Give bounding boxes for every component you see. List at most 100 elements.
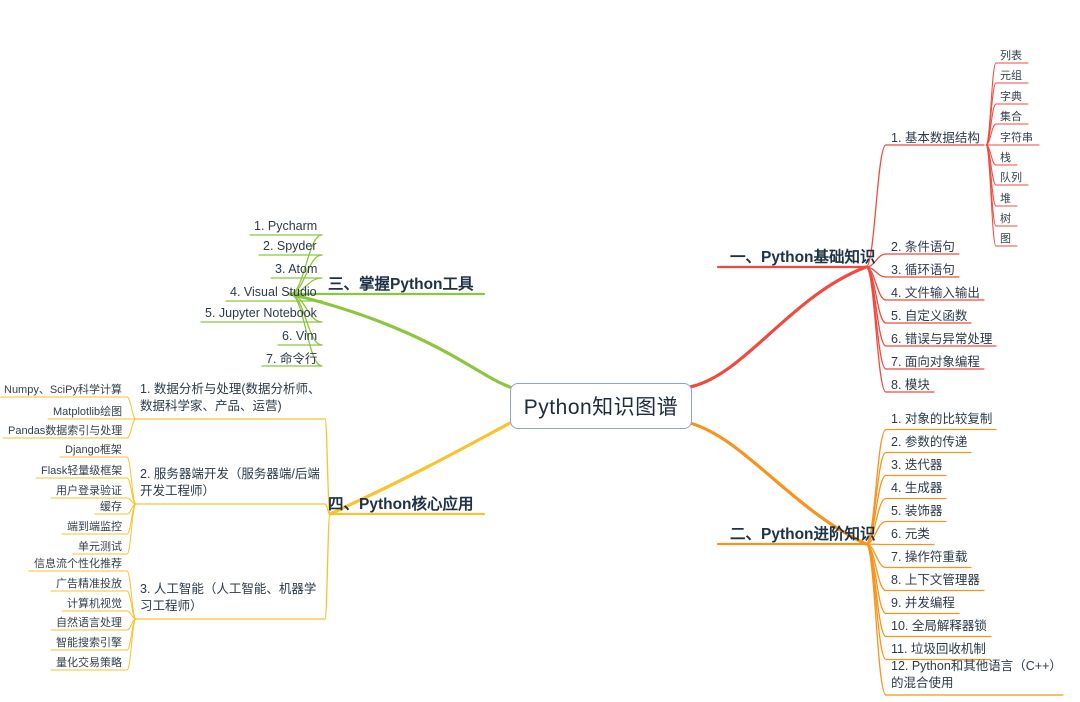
- leaf-datastructure-6[interactable]: 栈: [1000, 149, 1011, 165]
- branch-label-advanced[interactable]: 二、Python进阶知识: [730, 522, 876, 544]
- leaf-ai-4-label: 自然语言处理: [56, 617, 122, 629]
- leaf-ai-3[interactable]: 计算机视觉: [67, 595, 122, 611]
- leaf-datastructure-5-label: 字符串: [1000, 132, 1033, 144]
- branch-label-tools[interactable]: 三、掌握Python工具: [328, 272, 474, 294]
- node-core-apps-1[interactable]: 1. 数据分析与处理(数据分析师、数据科学家、产品、运营): [140, 381, 325, 415]
- leaf-datastructure-6-label: 栈: [1000, 152, 1011, 164]
- leaf-server-1-label: Django框架: [65, 444, 122, 456]
- node-basics-3-label: 3. 循环语句: [891, 262, 955, 277]
- node-advanced-4[interactable]: 4. 生成器: [891, 477, 942, 496]
- node-basics-1-label: 1. 基本数据结构: [891, 130, 980, 145]
- node-tools-2-label: 2. Spyder: [263, 239, 317, 253]
- node-basics-2[interactable]: 2. 条件语句: [891, 236, 955, 255]
- node-advanced-11[interactable]: 11. 垃圾回收机制: [891, 638, 986, 657]
- node-basics-3[interactable]: 3. 循环语句: [891, 259, 955, 278]
- branch-label-advanced-label: 二、Python进阶知识: [730, 526, 876, 543]
- leaf-data-1-label: Numpy、SciPy科学计算: [4, 384, 122, 396]
- leaf-ai-6[interactable]: 量化交易策略: [56, 654, 122, 670]
- branch-label-tools-label: 三、掌握Python工具: [328, 276, 474, 293]
- node-advanced-2[interactable]: 2. 参数的传递: [891, 431, 967, 450]
- leaf-server-1[interactable]: Django框架: [65, 441, 122, 457]
- node-tools-6[interactable]: 6. Vim: [282, 329, 317, 343]
- leaf-datastructure-1[interactable]: 列表: [1000, 47, 1022, 63]
- leaf-datastructure-10[interactable]: 图: [1000, 230, 1011, 246]
- node-basics-5[interactable]: 5. 自定义函数: [891, 305, 967, 324]
- leaf-server-3[interactable]: 用户登录验证: [56, 482, 122, 498]
- node-core-apps-2-label: 2. 服务器端开发（服务器端/后端开发工程师）: [140, 467, 320, 498]
- leaf-server-4[interactable]: 缓存: [100, 498, 122, 514]
- leaf-server-6[interactable]: 单元测试: [78, 538, 122, 554]
- leaf-data-3[interactable]: Pandas数据索引与处理: [8, 422, 122, 438]
- leaf-ai-2[interactable]: 广告精准投放: [56, 575, 122, 591]
- node-tools-4[interactable]: 4. Visual Studio: [230, 285, 317, 299]
- node-advanced-1-label: 1. 对象的比较复制: [891, 411, 993, 426]
- leaf-ai-2-label: 广告精准投放: [56, 578, 122, 590]
- node-advanced-11-label: 11. 垃圾回收机制: [891, 641, 986, 656]
- node-tools-6-label: 6. Vim: [282, 329, 318, 343]
- branch-label-core-apps-label: 四、Python核心应用: [328, 496, 474, 513]
- node-basics-4[interactable]: 4. 文件输入输出: [891, 282, 980, 301]
- branch-label-core-apps[interactable]: 四、Python核心应用: [328, 492, 474, 514]
- leaf-server-2[interactable]: Flask轻量级框架: [41, 462, 122, 478]
- node-basics-6-label: 6. 错误与异常处理: [891, 331, 993, 346]
- leaf-ai-1[interactable]: 信息流个性化推荐: [34, 555, 122, 571]
- leaf-datastructure-4-label: 集合: [1000, 111, 1022, 123]
- leaf-datastructure-3[interactable]: 字典: [1000, 88, 1022, 104]
- node-basics-8-label: 8. 模块: [891, 377, 930, 392]
- leaf-datastructure-8-label: 堆: [1000, 193, 1011, 205]
- node-tools-3[interactable]: 3. Atom: [275, 262, 317, 276]
- node-advanced-3-label: 3. 迭代器: [891, 457, 943, 472]
- leaf-datastructure-3-label: 字典: [1000, 91, 1022, 103]
- node-basics-1[interactable]: 1. 基本数据结构: [891, 127, 980, 146]
- node-basics-7[interactable]: 7. 面向对象编程: [891, 351, 980, 370]
- leaf-data-1[interactable]: Numpy、SciPy科学计算: [4, 381, 122, 397]
- node-advanced-5[interactable]: 5. 装饰器: [891, 500, 942, 519]
- node-advanced-1[interactable]: 1. 对象的比较复制: [891, 408, 992, 427]
- leaf-datastructure-4[interactable]: 集合: [1000, 108, 1022, 124]
- leaf-datastructure-7-label: 队列: [1000, 172, 1022, 184]
- leaf-datastructure-8[interactable]: 堆: [1000, 190, 1011, 206]
- node-advanced-4-label: 4. 生成器: [891, 480, 943, 495]
- leaf-ai-6-label: 量化交易策略: [56, 657, 122, 669]
- node-tools-5[interactable]: 5. Jupyter Notebook: [205, 306, 317, 320]
- node-basics-8[interactable]: 8. 模块: [891, 374, 930, 393]
- node-tools-5-label: 5. Jupyter Notebook: [205, 306, 317, 320]
- root-node-label: Python知识图谱: [523, 396, 679, 419]
- node-advanced-2-label: 2. 参数的传递: [891, 434, 968, 449]
- node-advanced-7[interactable]: 7. 操作符重载: [891, 546, 967, 565]
- node-tools-2[interactable]: 2. Spyder: [263, 239, 317, 253]
- node-advanced-12[interactable]: 12. Python和其他语言（C++）的混合使用: [891, 658, 1059, 692]
- leaf-datastructure-9[interactable]: 树: [1000, 210, 1011, 226]
- node-advanced-10-label: 10. 全局解释器锁: [891, 618, 987, 633]
- leaf-data-3-label: Pandas数据索引与处理: [8, 425, 123, 437]
- node-core-apps-2[interactable]: 2. 服务器端开发（服务器端/后端开发工程师）: [140, 466, 325, 500]
- node-core-apps-3[interactable]: 3. 人工智能（人工智能、机器学习工程师）: [140, 581, 325, 615]
- leaf-server-3-label: 用户登录验证: [56, 485, 122, 497]
- root-node[interactable]: Python知识图谱: [510, 383, 692, 429]
- node-advanced-8[interactable]: 8. 上下文管理器: [891, 569, 980, 588]
- node-advanced-9[interactable]: 9. 并发编程: [891, 592, 955, 611]
- leaf-data-2-label: Matplotlib绘图: [53, 406, 123, 418]
- leaf-ai-5[interactable]: 智能搜索引擎: [56, 634, 122, 650]
- node-tools-7[interactable]: 7. 命令行: [266, 348, 317, 367]
- leaf-ai-4[interactable]: 自然语言处理: [56, 614, 122, 630]
- node-basics-6[interactable]: 6. 错误与异常处理: [891, 328, 992, 347]
- leaf-datastructure-2[interactable]: 元组: [1000, 67, 1022, 83]
- node-tools-1[interactable]: 1. Pycharm: [254, 219, 317, 233]
- node-advanced-3[interactable]: 3. 迭代器: [891, 454, 942, 473]
- leaf-datastructure-5[interactable]: 字符串: [1000, 129, 1033, 145]
- node-tools-7-label: 7. 命令行: [266, 351, 318, 366]
- node-basics-7-label: 7. 面向对象编程: [891, 354, 980, 369]
- node-advanced-10[interactable]: 10. 全局解释器锁: [891, 615, 987, 634]
- leaf-ai-3-label: 计算机视觉: [67, 598, 122, 610]
- leaf-server-5[interactable]: 端到端监控: [67, 518, 122, 534]
- node-basics-5-label: 5. 自定义函数: [891, 308, 968, 323]
- node-advanced-7-label: 7. 操作符重载: [891, 549, 968, 564]
- leaf-data-2[interactable]: Matplotlib绘图: [53, 403, 122, 419]
- leaf-datastructure-9-label: 树: [1000, 213, 1011, 225]
- leaf-datastructure-7[interactable]: 队列: [1000, 169, 1022, 185]
- branch-label-basics[interactable]: 一、Python基础知识: [730, 245, 876, 267]
- node-advanced-6-label: 6. 元类: [891, 526, 930, 541]
- node-advanced-6[interactable]: 6. 元类: [891, 523, 930, 542]
